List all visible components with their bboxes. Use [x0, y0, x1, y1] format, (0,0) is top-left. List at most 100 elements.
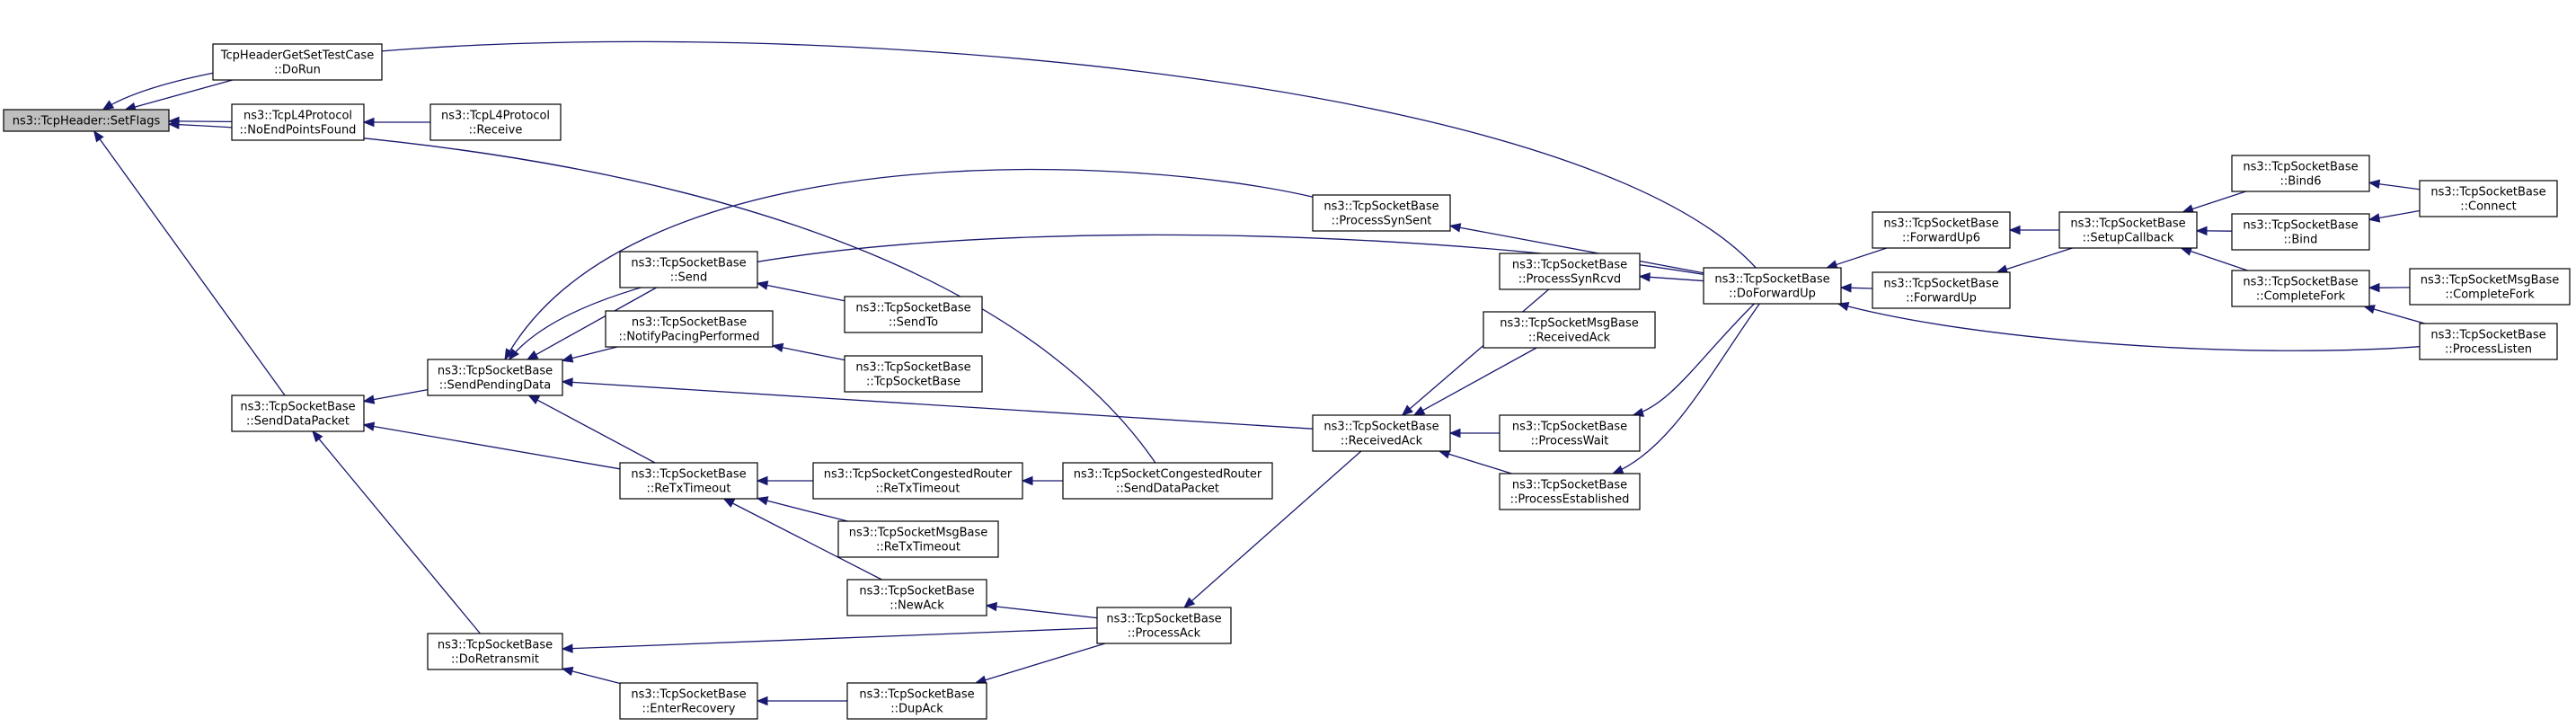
- node-send[interactable]: ns3::TcpSocketBase::Send: [619, 251, 758, 288]
- edge-line: [766, 500, 848, 522]
- node-fwdUp[interactable]: ns3::TcpSocketBase::ForwardUp: [1872, 271, 2011, 309]
- arrowhead-icon: [1638, 272, 1651, 282]
- node-congReTx[interactable]: ns3::TcpSocketCongestedRouter::ReTxTimeo…: [812, 462, 1023, 500]
- node-enterRec[interactable]: ns3::TcpSocketBase::EnterRecovery: [619, 682, 758, 720]
- node-box: [1499, 473, 1641, 510]
- arrowhead-icon: [508, 348, 519, 361]
- node-box: [427, 633, 563, 670]
- edge-doFwdUp-to-procWait: [1632, 303, 1755, 417]
- node-sendTo[interactable]: ns3::TcpSocketBase::SendTo: [844, 296, 983, 333]
- node-label-line: ::Bind6: [2279, 175, 2321, 189]
- edge-msgRecvAck-to-recvAck: [1412, 347, 1537, 416]
- node-label-line: ns3::TcpSocketBase: [1883, 217, 1998, 231]
- node-label-line: ::ProcessAck: [1128, 627, 1201, 641]
- node-label-line: ns3::TcpSocketBase: [632, 316, 747, 330]
- arrowhead-icon: [167, 120, 180, 129]
- node-procAck[interactable]: ns3::TcpSocketBase::ProcessAck: [1096, 607, 1232, 644]
- node-label-line: ::DoRetransmit: [451, 653, 539, 667]
- node-label-line: ::DupAck: [890, 703, 943, 716]
- node-newAck[interactable]: ns3::TcpSocketBase::NewAck: [846, 579, 987, 616]
- edge-line: [1409, 288, 1550, 410]
- edge-connect-to-bind6: [2368, 179, 2421, 191]
- node-label-line: ::CompleteFork: [2445, 288, 2535, 302]
- node-label-line: ns3::TcpSocketBase: [859, 585, 974, 598]
- edge-sendPending-to-sendDataPkt: [362, 389, 429, 404]
- node-sendPending[interactable]: ns3::TcpSocketBase::SendPendingData: [427, 359, 563, 396]
- node-connect[interactable]: ns3::TcpSocketBase::Connect: [2419, 180, 2558, 217]
- node-doRetrans[interactable]: ns3::TcpSocketBase::DoRetransmit: [427, 633, 563, 670]
- node-box: [844, 355, 983, 393]
- node-doFwdUp[interactable]: ns3::TcpSocketBase::DoForwardUp: [1703, 267, 1842, 305]
- node-msgComplFork[interactable]: ns3::TcpSocketMsgBase::CompleteFork: [2409, 268, 2571, 306]
- edge-line: [2191, 191, 2246, 210]
- edge-ctor-to-notifyPacing: [771, 342, 845, 361]
- edge-congSend-to-root: [167, 120, 1156, 464]
- node-procSynSent[interactable]: ns3::TcpSocketBase::ProcessSynSent: [1312, 194, 1451, 232]
- edge-doRetrans-to-sendDataPkt: [312, 430, 481, 634]
- arrowhead-icon: [756, 475, 768, 486]
- node-setupCb[interactable]: ns3::TcpSocketBase::SetupCallback: [2058, 211, 2198, 249]
- node-label-line: ns3::TcpSocketBase: [1512, 421, 1627, 434]
- node-label-line: ns3::TcpSocketBase: [631, 468, 746, 482]
- node-label-line: ns3::TcpSocketMsgBase: [2421, 274, 2560, 288]
- edge-line: [1612, 303, 1760, 474]
- edge-msgReTx-to-reTx: [756, 496, 848, 522]
- node-label-line: ns3::TcpSocketBase: [1323, 421, 1438, 434]
- edge-line: [996, 606, 1098, 619]
- node-recvAck[interactable]: ns3::TcpSocketBase::ReceivedAck: [1312, 414, 1451, 452]
- arrowhead-icon: [526, 350, 539, 360]
- edge-procSynSent-to-sendPending: [504, 168, 1314, 361]
- edge-recvAck-to-sendPending: [561, 377, 1314, 430]
- node-l4Recv[interactable]: ns3::TcpL4Protocol::Receive: [429, 103, 562, 141]
- node-procEst[interactable]: ns3::TcpSocketBase::ProcessEstablished: [1499, 473, 1641, 510]
- node-label-line: ::ProcessSynRcvd: [1518, 273, 1621, 287]
- node-box: [1483, 311, 1656, 349]
- node-bind6[interactable]: ns3::TcpSocketBase::Bind6: [2231, 155, 2370, 192]
- node-box: [846, 682, 987, 720]
- node-root[interactable]: ns3::TcpHeader::SetFlags: [3, 109, 170, 132]
- node-box: [2231, 155, 2370, 192]
- node-congSend[interactable]: ns3::TcpSocketCongestedRouter::SendDataP…: [1062, 462, 1273, 500]
- edge-procSynRcvd-to-recvAck: [1401, 288, 1550, 416]
- node-reTx[interactable]: ns3::TcpSocketBase::ReTxTimeout: [619, 462, 758, 500]
- node-procWait[interactable]: ns3::TcpSocketBase::ProcessWait: [1499, 414, 1641, 452]
- arrowhead-icon: [362, 421, 376, 431]
- edge-line: [2378, 183, 2421, 191]
- node-label-line: ::ReTxTimeout: [876, 483, 960, 496]
- node-sendDataPkt[interactable]: ns3::TcpSocketBase::SendDataPacket: [231, 395, 365, 432]
- edge-line: [571, 627, 1098, 650]
- arrowhead-icon: [504, 348, 515, 361]
- node-fwdUp6[interactable]: ns3::TcpSocketBase::ForwardUp6: [1872, 211, 2011, 249]
- node-complFork[interactable]: ns3::TcpSocketBase::CompleteFork: [2231, 270, 2370, 307]
- node-label-line: ::Connect: [2460, 200, 2517, 214]
- node-label-line: ::Bind: [2284, 234, 2318, 247]
- node-box: [231, 103, 365, 141]
- edge-line: [99, 138, 286, 396]
- node-msgRecvAck[interactable]: ns3::TcpSocketMsgBase::ReceivedAck: [1483, 311, 1656, 349]
- arrowhead-icon: [1448, 428, 1461, 439]
- node-msgReTx[interactable]: ns3::TcpSocketMsgBase::ReTxTimeout: [837, 520, 999, 558]
- node-label-line: ::ReTxTimeout: [876, 541, 960, 554]
- edge-setupCb-to-fwdUp6: [2008, 225, 2059, 235]
- arrowhead-icon: [1611, 465, 1624, 474]
- node-box: [3, 109, 170, 132]
- edge-bind6-to-setupCb: [2182, 191, 2246, 214]
- node-box: [427, 359, 563, 396]
- edge-recvAck-to-procAck: [1183, 450, 1362, 608]
- edge-procListen-to-complFork: [2363, 305, 2425, 324]
- arrowhead-icon: [985, 601, 998, 612]
- node-notifyPacing[interactable]: ns3::TcpSocketBase::NotifyPacingPerforme…: [605, 310, 774, 348]
- node-label-line: ::ReceivedAck: [1341, 435, 1423, 448]
- node-label-line: ::CompleteFork: [2256, 290, 2346, 304]
- node-dupAck[interactable]: ns3::TcpSocketBase::DupAck: [846, 682, 987, 720]
- node-l4NoEnd[interactable]: ns3::TcpL4Protocol::NoEndPointsFound: [231, 103, 365, 141]
- node-bind[interactable]: ns3::TcpSocketBase::Bind: [2231, 213, 2370, 251]
- node-label-line: ::SendTo: [889, 316, 938, 330]
- node-label-line: ::SendDataPacket: [246, 415, 350, 429]
- node-procListen[interactable]: ns3::TcpSocketBase::ProcessListen: [2419, 323, 2558, 360]
- node-procSynRcvd[interactable]: ns3::TcpSocketBase::ProcessSynRcvd: [1499, 253, 1641, 290]
- edge-fwdUp-to-doFwdUp: [1839, 283, 1873, 293]
- node-hdrTest[interactable]: TcpHeaderGetSetTestCase::DoRun: [212, 43, 383, 81]
- node-box: [1499, 414, 1641, 452]
- node-ctor[interactable]: ns3::TcpSocketBase::TcpSocketBase: [844, 355, 983, 393]
